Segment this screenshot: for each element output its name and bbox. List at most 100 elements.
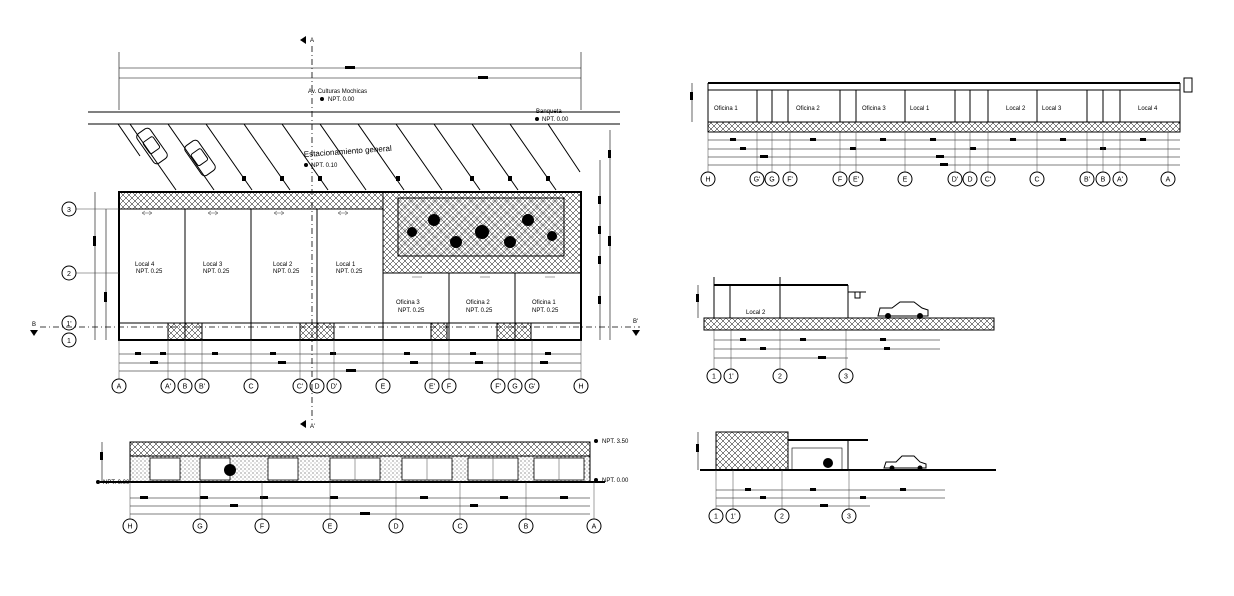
axis-label: A bbox=[1166, 177, 1171, 184]
axis-label: G' bbox=[529, 384, 536, 391]
level-marker-icon bbox=[535, 117, 539, 121]
axis-label: D' bbox=[331, 384, 337, 391]
axis-bubble bbox=[706, 368, 722, 384]
car-icon bbox=[877, 301, 929, 319]
axis-bubble bbox=[254, 518, 270, 534]
ramp bbox=[430, 322, 448, 341]
level-label: NPT. 0.00 bbox=[602, 478, 629, 484]
office-level: NPT. 0.25 bbox=[398, 308, 425, 314]
axis-bubble bbox=[897, 171, 913, 187]
room-label: Local 3 bbox=[1042, 106, 1062, 112]
axis-label: 3 bbox=[844, 374, 848, 381]
ground-hatch bbox=[703, 317, 995, 331]
sidewalk-label: Banqueta bbox=[536, 109, 562, 115]
axis-bubble bbox=[725, 508, 741, 524]
unit-level: NPT. 0.25 bbox=[273, 269, 300, 275]
unit-level: NPT. 0.25 bbox=[203, 269, 230, 275]
axis-label: F' bbox=[495, 384, 501, 391]
longitudinal-section: Oficina 1 Oficina 2 Oficina 3 Local 1 Lo… bbox=[690, 77, 1193, 187]
level-marker-icon bbox=[96, 480, 100, 484]
axis-label: G' bbox=[754, 177, 761, 184]
axis-label: C bbox=[248, 384, 253, 391]
section-mark-b-left: B bbox=[32, 322, 36, 328]
street-level: NPT. 0.00 bbox=[328, 97, 355, 103]
room-label: Oficina 2 bbox=[796, 106, 820, 112]
office-label: Oficina 1 bbox=[532, 300, 556, 306]
site-plan: A A' Av. Culturas Mochicas NPT. 0.00 Ban… bbox=[30, 36, 640, 430]
axis-bubble bbox=[573, 378, 589, 394]
unit-label: Local 4 bbox=[135, 262, 155, 268]
axis-bubble bbox=[424, 378, 440, 394]
room-label: Local 4 bbox=[1138, 106, 1158, 112]
section-mark-b-right: B' bbox=[633, 319, 638, 325]
building-outline bbox=[118, 191, 582, 341]
axis-label: E bbox=[903, 177, 908, 184]
axis-bubble bbox=[292, 378, 308, 394]
parking-label: Estacionamiento general bbox=[304, 144, 393, 159]
axis-bubble bbox=[518, 518, 534, 534]
axis-label: A bbox=[117, 384, 122, 391]
parking-stalls bbox=[117, 123, 581, 191]
axis-label: A' bbox=[165, 384, 171, 391]
tree-icon bbox=[407, 214, 557, 248]
axis-label: 1' bbox=[728, 374, 733, 381]
ramp bbox=[299, 322, 335, 341]
axis-label: E bbox=[328, 524, 333, 531]
axis-bubble bbox=[841, 508, 857, 524]
axis-bubble bbox=[441, 378, 457, 394]
axis-bubble bbox=[700, 171, 716, 187]
axis-label: B' bbox=[1084, 177, 1090, 184]
axis-bubble bbox=[1079, 171, 1095, 187]
unit-label: Local 3 bbox=[203, 262, 223, 268]
axis-bubble bbox=[838, 368, 854, 384]
axis-label: 1' bbox=[730, 514, 735, 521]
axis-bubble bbox=[764, 171, 780, 187]
ramp bbox=[167, 322, 203, 341]
axis-bubble bbox=[586, 518, 602, 534]
axis-bubble bbox=[708, 508, 724, 524]
level-label: NPT. 0.00 bbox=[103, 480, 130, 486]
tree-icon bbox=[224, 464, 236, 476]
section-arrow-icon bbox=[300, 36, 306, 44]
office-level: NPT. 0.25 bbox=[532, 308, 559, 314]
axis-label: B bbox=[524, 524, 529, 531]
parking-level: NPT. 0.10 bbox=[311, 163, 338, 169]
axis-label: D' bbox=[952, 177, 958, 184]
walkway-hatch bbox=[118, 191, 384, 210]
axis-bubble bbox=[1160, 171, 1176, 187]
axis-bubble bbox=[848, 171, 864, 187]
axis-label: 3 bbox=[67, 207, 71, 214]
ground-hatch bbox=[707, 121, 1181, 133]
axis-label: D bbox=[393, 524, 398, 531]
axis-label: D bbox=[314, 384, 319, 391]
room-label: Local 1 bbox=[910, 106, 930, 112]
axis-bubble bbox=[507, 378, 523, 394]
axis-label: F' bbox=[787, 177, 793, 184]
level-marker-icon bbox=[304, 163, 308, 167]
axis-label: E bbox=[381, 384, 386, 391]
axis-bubble bbox=[774, 508, 790, 524]
axis-label: E' bbox=[429, 384, 435, 391]
axis-bubble bbox=[962, 171, 978, 187]
office-level: NPT. 0.25 bbox=[466, 308, 493, 314]
axis-label: 2 bbox=[67, 271, 71, 278]
axis-label: E' bbox=[853, 177, 859, 184]
wall-hatch bbox=[715, 431, 789, 471]
axis-label: 2 bbox=[780, 514, 784, 521]
axis-bubble bbox=[980, 171, 996, 187]
axis-label: B bbox=[183, 384, 188, 391]
axis-bubble bbox=[194, 378, 210, 394]
axis-bubble bbox=[524, 378, 540, 394]
axis-label: C' bbox=[985, 177, 991, 184]
axis-label: 2 bbox=[778, 374, 782, 381]
axis-bubble bbox=[1095, 171, 1111, 187]
axis-label: G bbox=[512, 384, 517, 391]
axis-bubble bbox=[160, 378, 176, 394]
unit-label: Local 1 bbox=[336, 262, 356, 268]
axis-bubble bbox=[177, 378, 193, 394]
axis-label: F bbox=[447, 384, 451, 391]
axis-label: B' bbox=[199, 384, 205, 391]
